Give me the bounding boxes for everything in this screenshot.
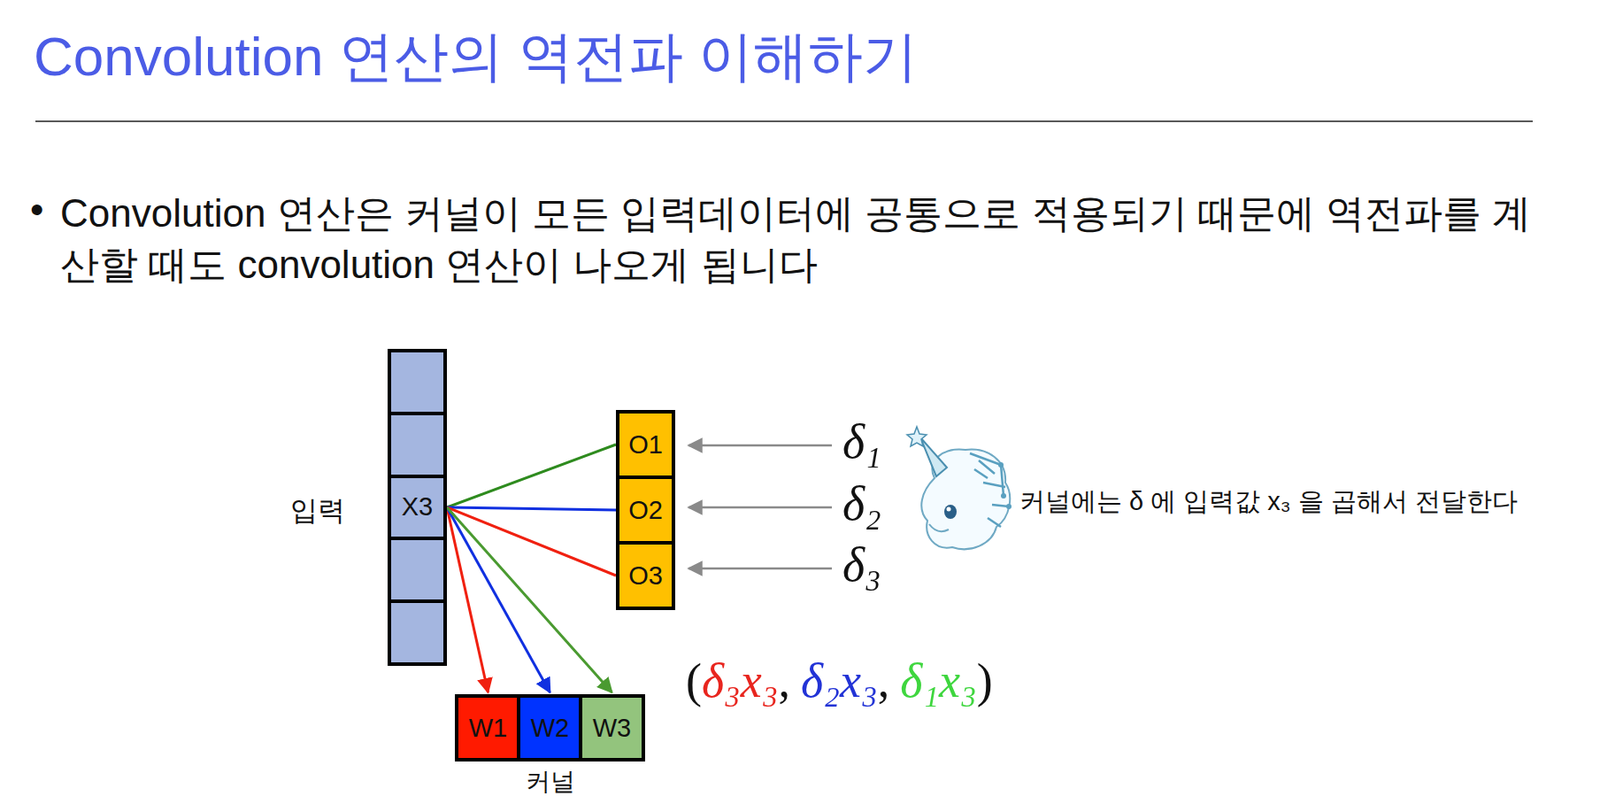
delta-arrow	[688, 444, 832, 447]
mascot-circuit-dot	[1000, 492, 1007, 499]
bullet-text: Convolution 연산은 커널이 모든 입력데이터에 공통으로 적용되기 …	[60, 187, 1565, 291]
input-cell	[391, 415, 444, 475]
box-label: O1	[628, 430, 663, 460]
connector	[446, 507, 489, 693]
delta-label: δ₃	[842, 540, 882, 589]
mascot-circuit	[969, 453, 1009, 527]
connector	[446, 507, 616, 576]
kernel-weight-box: W1	[454, 693, 522, 762]
gradient-formula: (δ₃x₃,δ₂x₃,δ₁x₃)	[685, 653, 1004, 708]
box-label: W1	[469, 713, 508, 743]
input-cell	[391, 352, 444, 412]
kernel-weight-box: W3	[578, 693, 646, 762]
kernel-group: 커널 W1 W2 W3	[454, 693, 646, 799]
formula-term: δ₃x₃	[701, 653, 779, 708]
formula-term: ,	[778, 653, 792, 708]
box-label: W3	[592, 713, 632, 743]
formula-term: (	[685, 653, 702, 708]
mascot-star	[907, 426, 927, 447]
mascot-illustration	[907, 426, 1012, 549]
input-cell	[391, 539, 444, 600]
mascot-circuit-dot	[1006, 503, 1012, 509]
input-cell	[391, 602, 444, 662]
input-cell: X3	[391, 477, 444, 538]
title-rule	[35, 120, 1533, 123]
delta-label: δ₂	[842, 479, 882, 528]
slide-title: Convolution 연산의 역전파 이해하기	[33, 19, 918, 94]
formula-term: ,	[877, 653, 891, 708]
box-label: W2	[530, 713, 570, 743]
delta-arrow	[688, 506, 832, 509]
formula-term: δ₁x₃	[900, 653, 977, 708]
column-label: 입력	[290, 492, 346, 530]
connector	[446, 507, 616, 510]
mascot-horn	[920, 437, 947, 477]
mascot-circuit-dot	[998, 461, 1004, 468]
mascot-mouth	[929, 523, 949, 531]
input-column: 입력X3	[387, 348, 447, 666]
bullet-mark: •	[30, 187, 44, 232]
callout-note: 커널에는 δ 에 입력값 x₃ 을 곱해서 전달한다	[1019, 484, 1518, 520]
connector	[446, 507, 551, 693]
mascot-eye-shine	[946, 507, 952, 512]
output-box: O3	[615, 540, 676, 610]
connector	[446, 444, 616, 508]
box-label: X3	[401, 492, 433, 522]
kernel-weight-box: W2	[516, 693, 584, 762]
delta-arrow	[688, 567, 832, 570]
output-box: O1	[615, 409, 676, 479]
output-box: O2	[615, 475, 676, 545]
kernel-label: 커널	[454, 764, 646, 799]
formula-term: )	[976, 653, 993, 708]
delta-label: δ₁	[842, 417, 882, 466]
box-label: O3	[628, 561, 663, 591]
box-label: O2	[628, 495, 663, 525]
mascot-eye	[944, 504, 957, 519]
formula-term: δ₂x₃	[800, 653, 878, 708]
connector	[446, 507, 613, 693]
